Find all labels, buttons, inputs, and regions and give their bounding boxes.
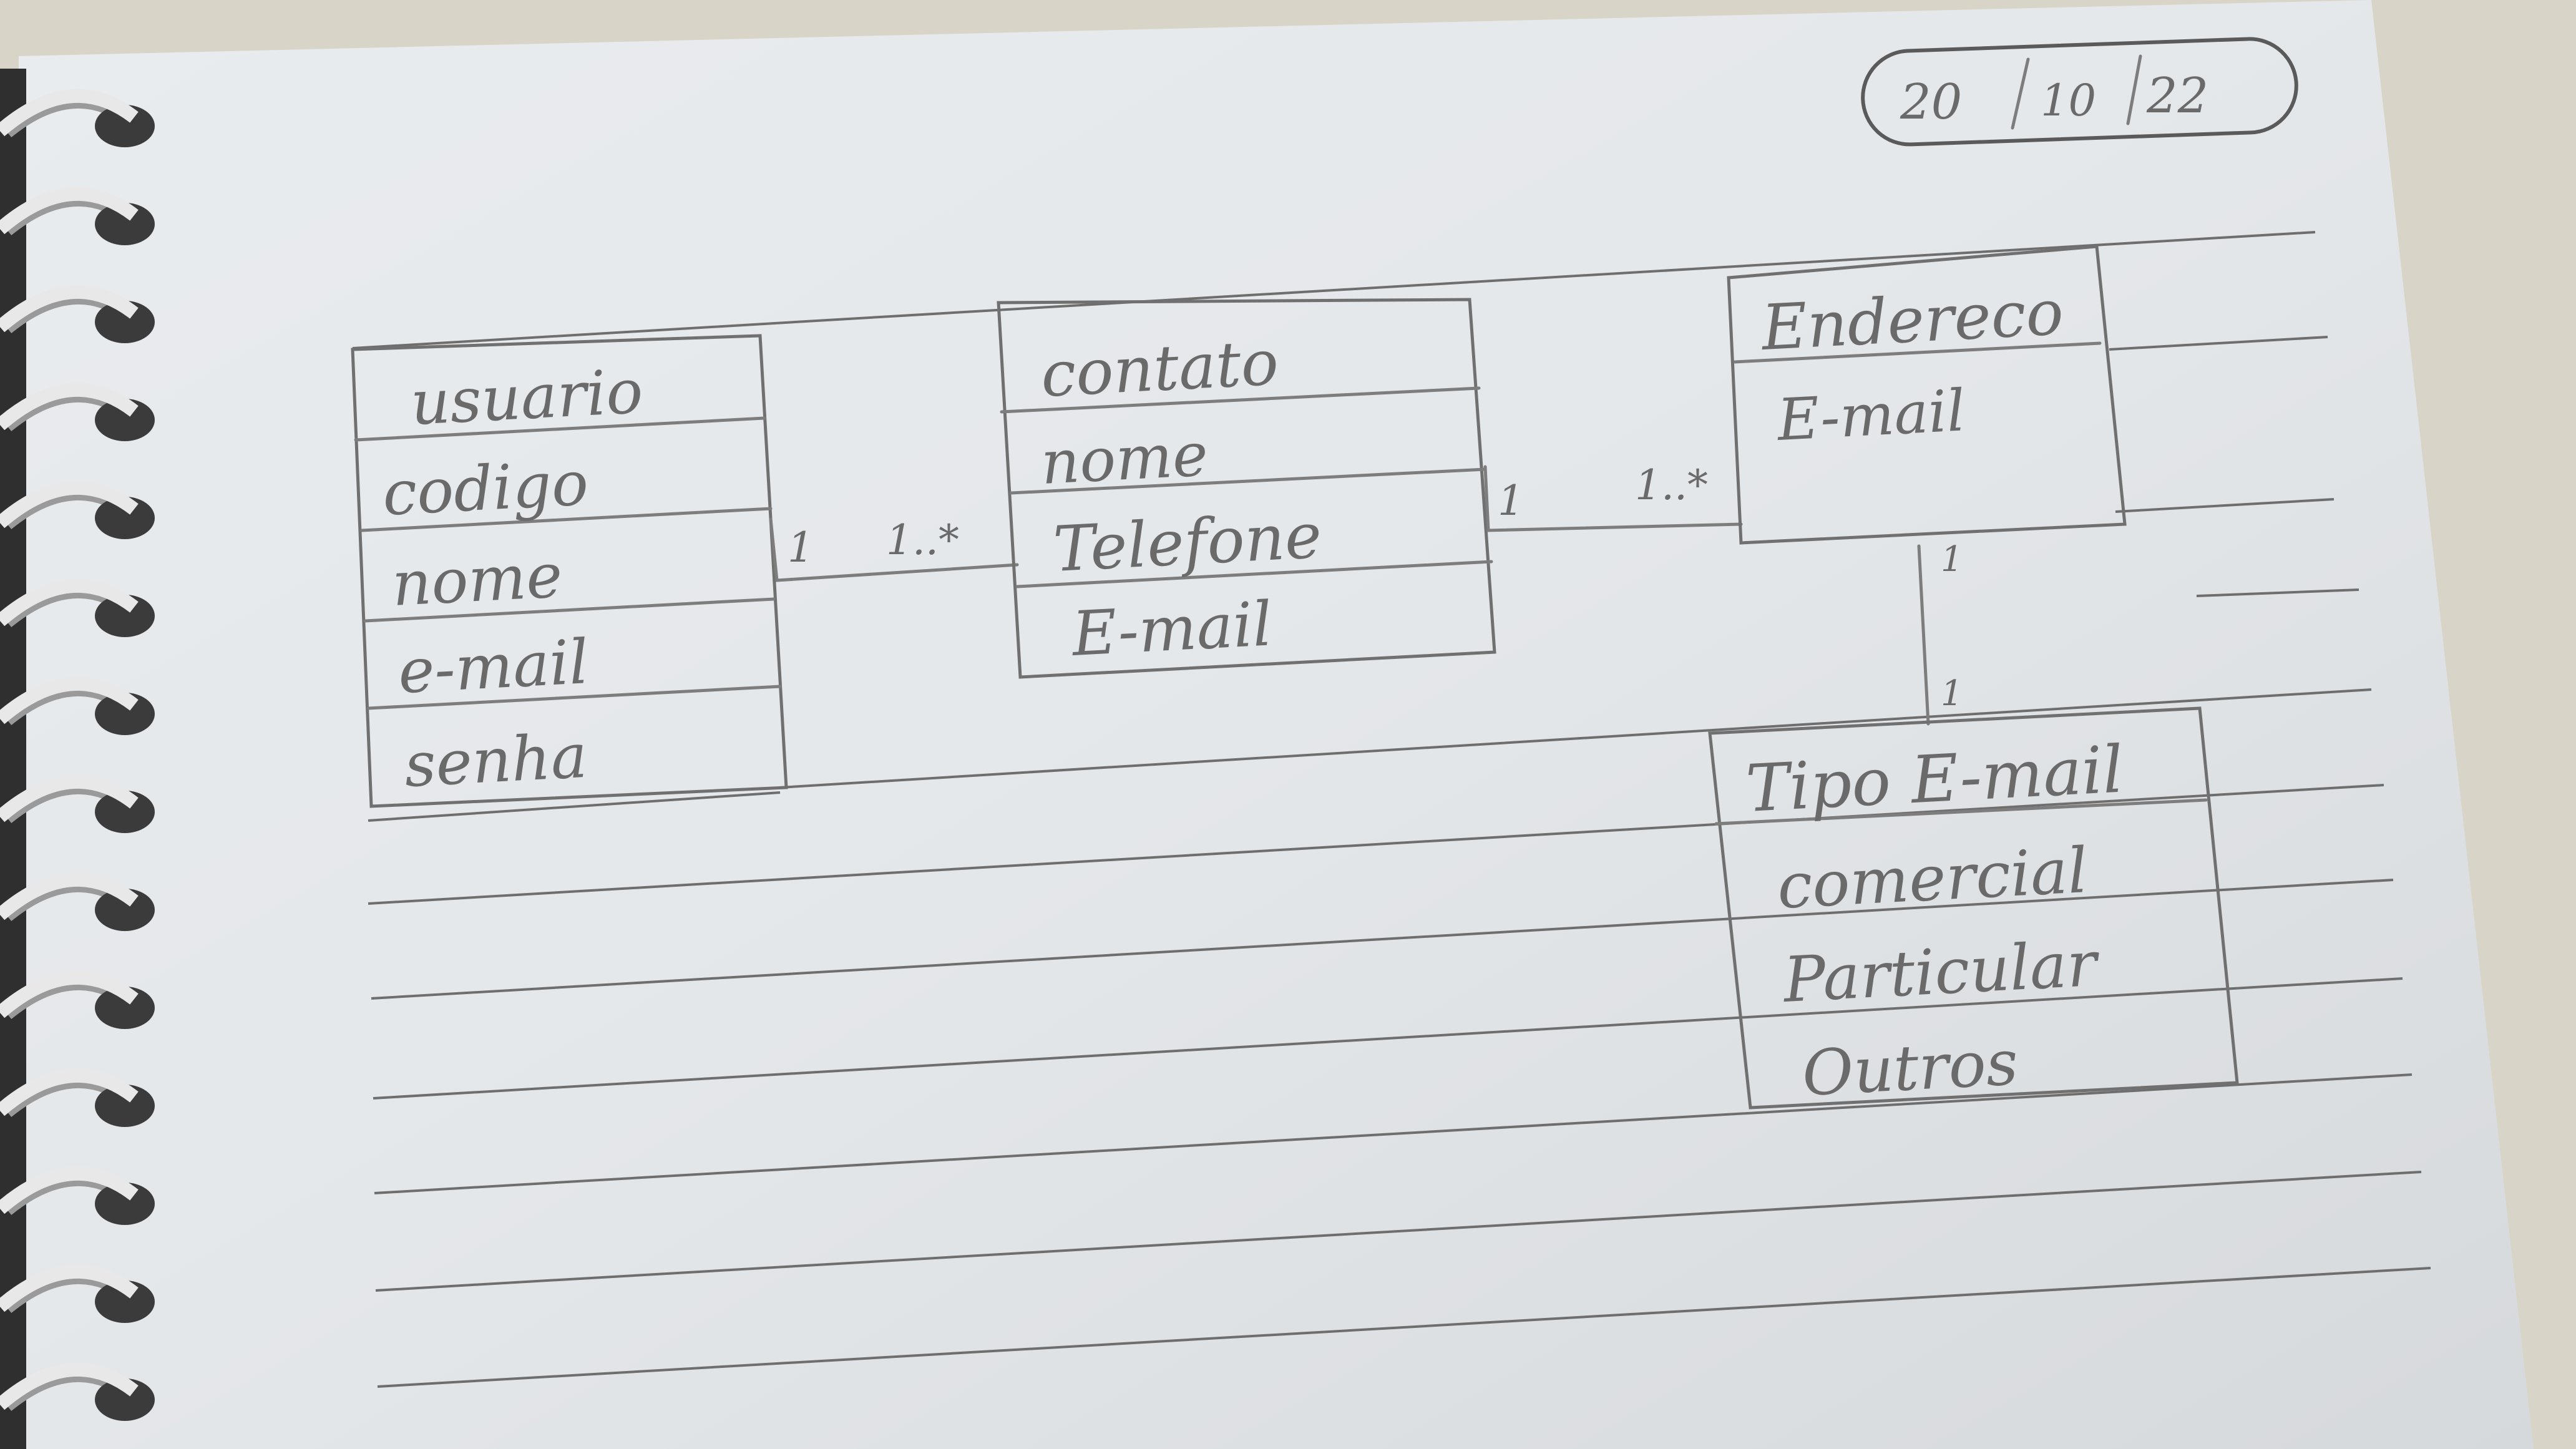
ruled-line bbox=[2109, 336, 2328, 351]
entity-header-divider bbox=[1714, 798, 2208, 826]
binding-hole bbox=[95, 595, 155, 637]
entity-box bbox=[997, 298, 1496, 679]
entity-box bbox=[1708, 706, 2239, 1110]
attribute-label: nome bbox=[1039, 419, 1209, 498]
attribute-label: senha bbox=[402, 721, 589, 801]
spiral-binding bbox=[0, 89, 155, 1421]
entity-contato: contato nome Telefone E-mail bbox=[997, 298, 1496, 679]
entity-box bbox=[351, 334, 788, 808]
ruled-line bbox=[352, 231, 2316, 349]
spiral-ring bbox=[0, 481, 139, 529]
date-day: 20 bbox=[1900, 74, 1962, 130]
date-frame bbox=[1861, 37, 2298, 147]
binding-hole bbox=[95, 987, 155, 1029]
binding-hole bbox=[95, 889, 155, 931]
binding-hole bbox=[95, 105, 155, 147]
notebook-page bbox=[19, 0, 2534, 1449]
ruled-line bbox=[373, 977, 2403, 1100]
attribute-label: codigo bbox=[381, 448, 590, 530]
ruled-lines bbox=[352, 231, 2431, 1388]
binding-hole bbox=[95, 1183, 155, 1225]
attribute-label: E-mail bbox=[1775, 377, 1967, 454]
relationship-line bbox=[769, 517, 1019, 582]
attribute-label: Outros bbox=[1800, 1026, 2020, 1110]
relationship-contato-endereco: 1 1..* bbox=[1483, 461, 1743, 532]
relationship-endereco-tipo-email: 1 1 bbox=[1917, 539, 1963, 726]
spiral-ring bbox=[0, 1362, 139, 1410]
ruled-line bbox=[375, 1171, 2422, 1292]
row-divider bbox=[363, 597, 776, 623]
ruled-line bbox=[374, 1073, 2413, 1194]
notebook-cover-edge bbox=[0, 69, 26, 1449]
entity-header-divider bbox=[354, 416, 766, 442]
ruled-line bbox=[371, 879, 2394, 1000]
row-divider bbox=[1015, 560, 1493, 588]
spiral-ring bbox=[0, 872, 139, 920]
spiral-ring bbox=[0, 1068, 139, 1116]
spiral-ring bbox=[0, 383, 139, 431]
row-divider bbox=[360, 507, 773, 532]
ruled-line bbox=[368, 784, 2384, 905]
date-box: 20 10 22 bbox=[1861, 37, 2298, 147]
entity-title: Endereco bbox=[1759, 276, 2065, 364]
date-year: 22 bbox=[2146, 68, 2208, 124]
row-divider bbox=[366, 685, 782, 710]
attribute-label: comercial bbox=[1775, 834, 2089, 923]
spiral-ring bbox=[0, 774, 139, 822]
multiplicity-label: 1 bbox=[1941, 539, 1963, 580]
binding-hole bbox=[95, 1378, 155, 1421]
binding-hole bbox=[95, 203, 155, 245]
spiral-ring bbox=[0, 89, 139, 137]
attribute-label: Telefone bbox=[1051, 499, 1324, 586]
binding-hole bbox=[95, 791, 155, 833]
multiplicity-label: 1 bbox=[1498, 477, 1524, 525]
spiral-ring bbox=[0, 676, 139, 724]
ruled-line bbox=[368, 791, 781, 822]
entity-endereco: Endereco E-mail bbox=[1727, 245, 2127, 545]
date-slash bbox=[2126, 54, 2142, 125]
multiplicity-label: 1 bbox=[788, 524, 814, 572]
entity-title: contato bbox=[1039, 326, 1280, 411]
entity-header-divider bbox=[1000, 386, 1481, 414]
spiral-ring bbox=[0, 578, 139, 627]
ruled-line bbox=[2115, 498, 2334, 513]
spiral-ring bbox=[0, 285, 139, 333]
spiral-ring bbox=[0, 187, 139, 235]
attribute-label: e-mail bbox=[396, 627, 590, 708]
spiral-ring bbox=[0, 1166, 139, 1214]
binding-hole bbox=[95, 1085, 155, 1127]
multiplicity-label: 1..* bbox=[1635, 461, 1708, 509]
multiplicity-label: 1..* bbox=[886, 516, 959, 564]
spiral-ring bbox=[0, 1264, 139, 1312]
binding-hole bbox=[95, 301, 155, 343]
attribute-label: nome bbox=[390, 540, 564, 620]
date-month: 10 bbox=[2041, 75, 2096, 126]
attribute-label: E-mail bbox=[1069, 588, 1274, 670]
relationship-line bbox=[1917, 544, 1930, 726]
spiral-ring bbox=[0, 970, 139, 1018]
ruled-line bbox=[377, 1267, 2431, 1388]
attribute-label: Particular bbox=[1780, 927, 2102, 1017]
multiplicity-label: 1 bbox=[1941, 673, 1963, 714]
ruled-line bbox=[779, 688, 2372, 789]
entity-title: usuario bbox=[409, 356, 645, 439]
relationship-line bbox=[1483, 465, 1743, 532]
entity-box bbox=[1727, 245, 2127, 545]
binding-hole bbox=[95, 399, 155, 441]
row-divider bbox=[1009, 467, 1487, 495]
ruled-line bbox=[2196, 588, 2359, 597]
binding-hole bbox=[95, 1281, 155, 1323]
date-slash bbox=[2011, 57, 2030, 130]
entity-usuario: usuario codigo nome e-mail senha bbox=[351, 334, 788, 808]
binding-hole bbox=[95, 497, 155, 539]
binding-hole bbox=[95, 693, 155, 735]
entity-header-divider bbox=[1733, 341, 2102, 364]
relationship-usuario-contato: 1 1..* bbox=[769, 516, 1019, 582]
